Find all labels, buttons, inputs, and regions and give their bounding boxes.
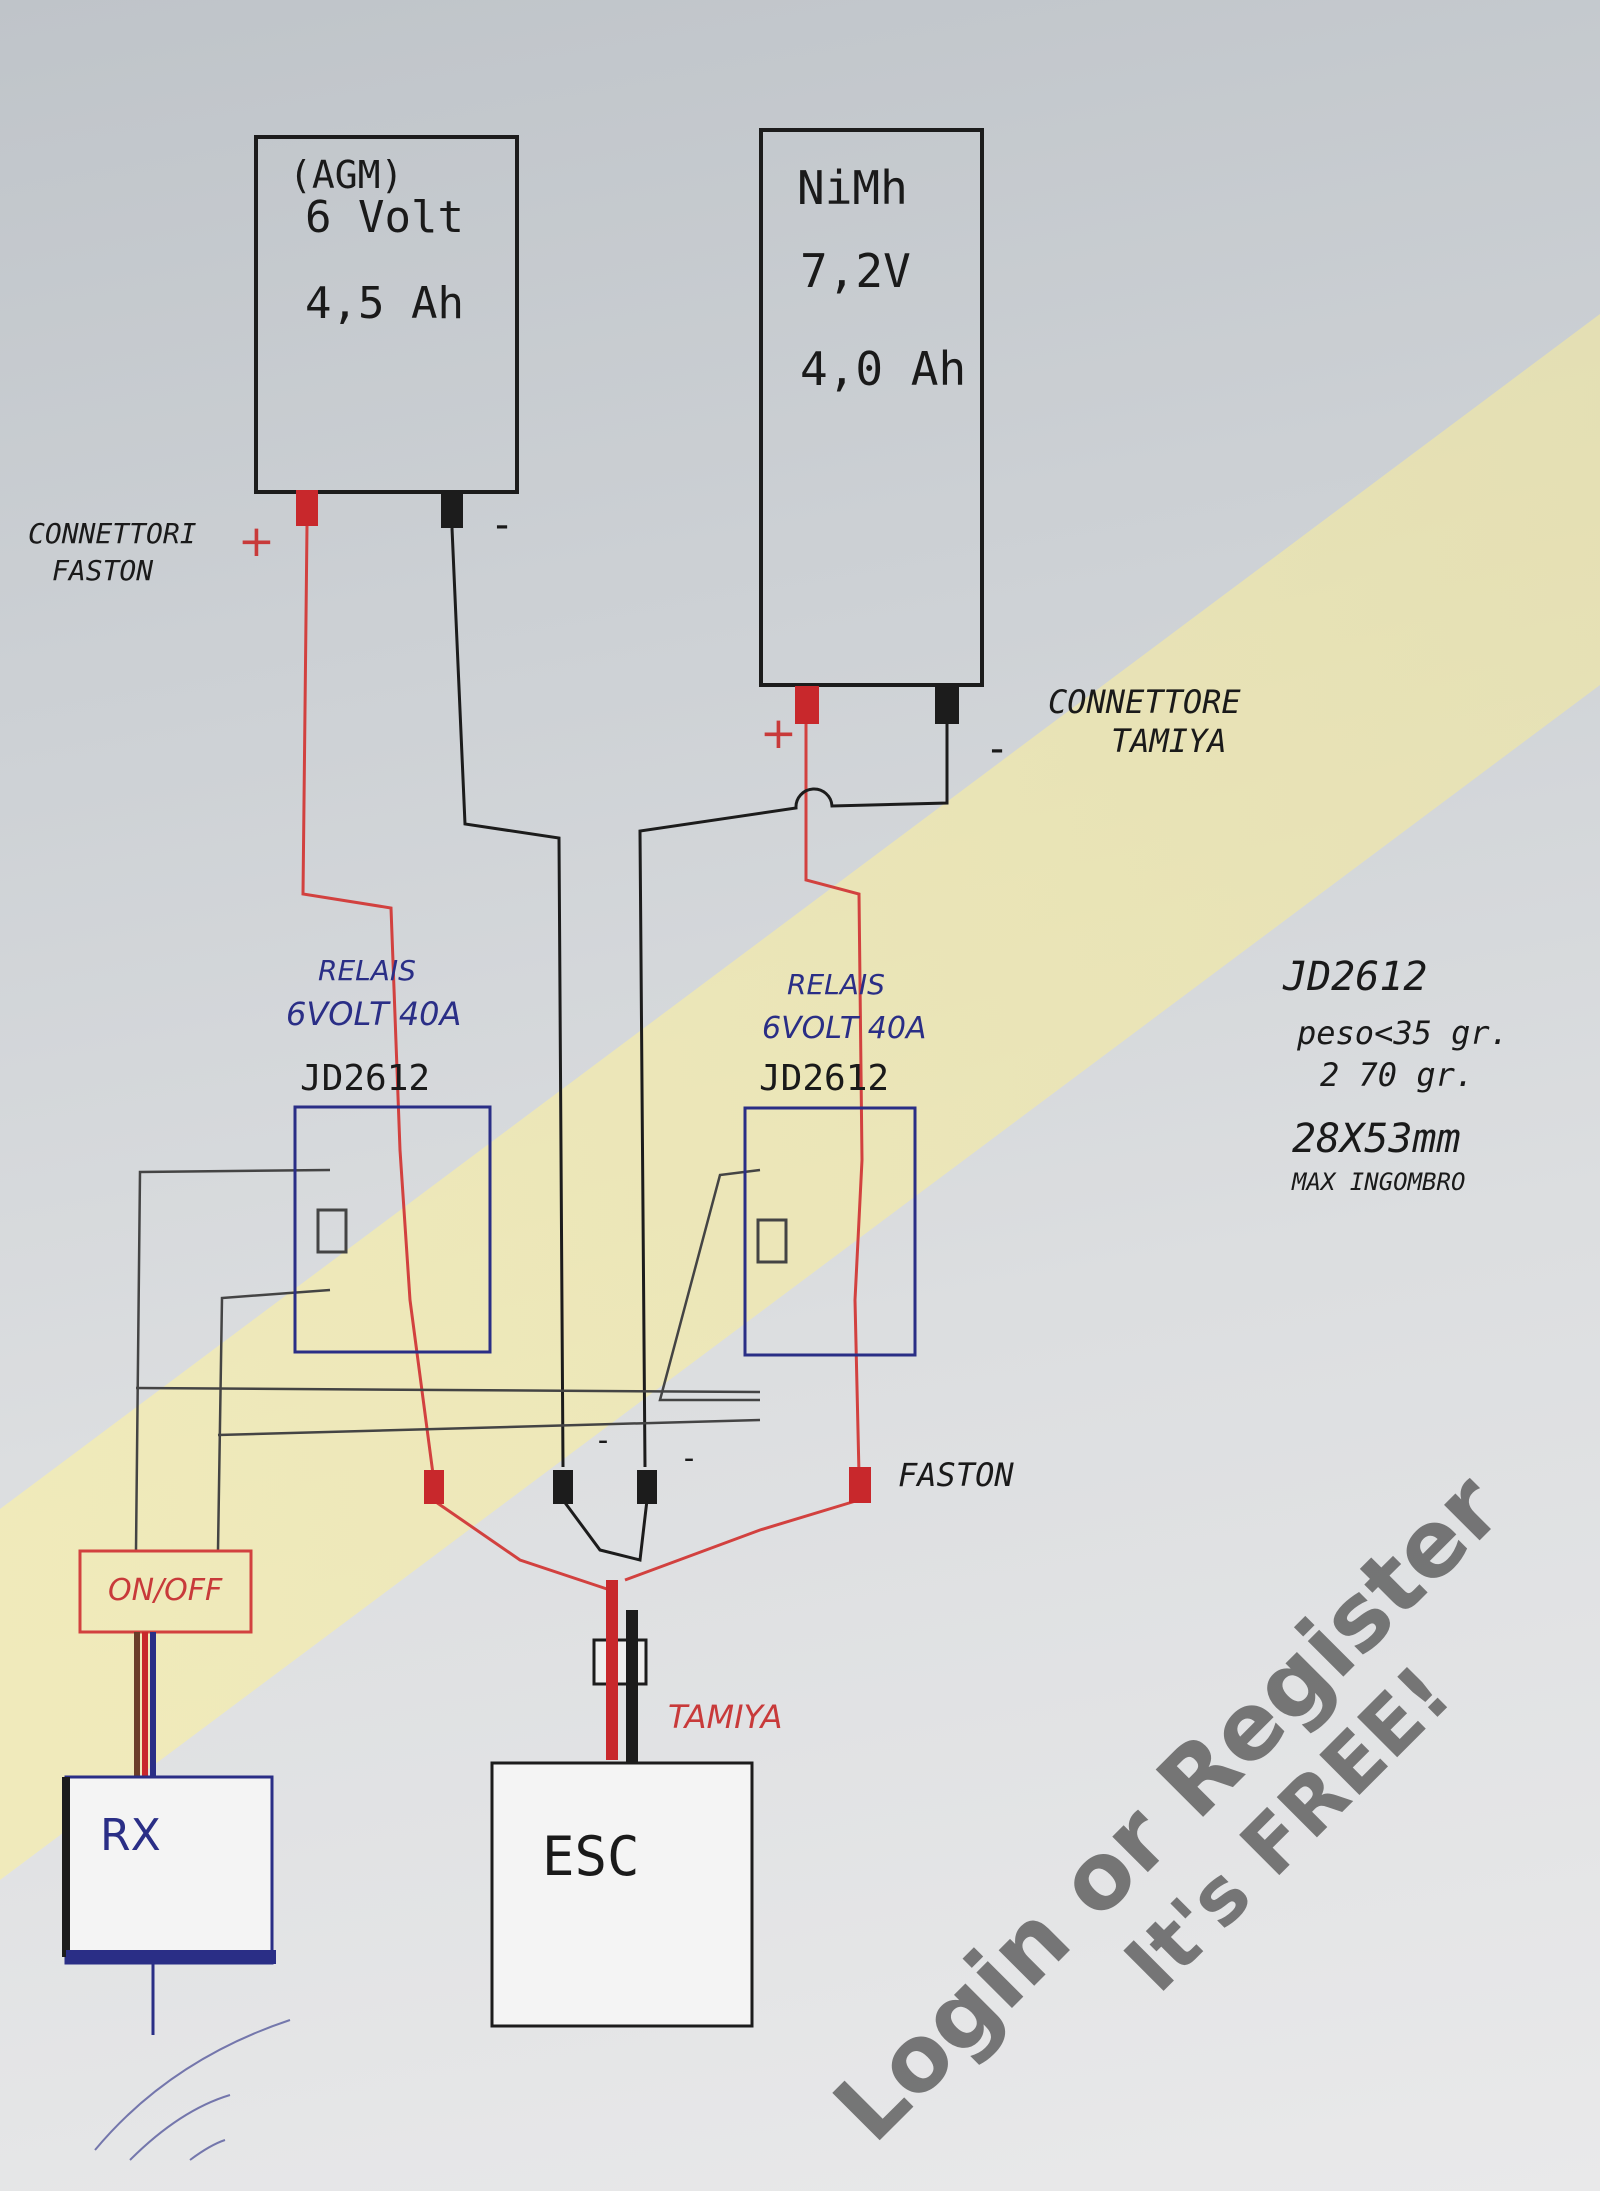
faston-terminal-agm-minus <box>441 492 463 528</box>
red-wires <box>301 525 864 1592</box>
rx-side-stroke <box>62 1777 70 1957</box>
agm-plus-sign: + <box>238 516 275 567</box>
tamiya-terminal-nimh-plus <box>795 686 819 724</box>
esc-box <box>490 1761 754 2028</box>
relay-2-box <box>743 1106 917 1357</box>
relay-2-model: JD2612 <box>759 1058 889 1099</box>
faston-connector-red-2 <box>849 1467 871 1503</box>
relay-2-title: RELAIS <box>787 968 885 1001</box>
minus-label-a: - <box>594 1423 612 1458</box>
battery-agm-box <box>254 135 519 494</box>
tamiya-connector-label-1: CONNETTORE <box>1048 683 1241 721</box>
note-weight-pair: 2 70 gr. <box>1320 1056 1474 1094</box>
battery-nimh-voltage: 7,2V <box>800 244 911 298</box>
relay-1-coil <box>316 1208 348 1254</box>
radio-waves-icon <box>94 2019 291 2161</box>
battery-nimh-type: NiMh <box>797 161 908 215</box>
relay-1-model: JD2612 <box>300 1058 430 1099</box>
esc-label: ESC <box>542 1825 640 1888</box>
note-weight-limit: peso<35 gr. <box>1296 1014 1509 1052</box>
faston-connectors-label-2: FASTON <box>52 554 153 587</box>
tamiya-plug <box>592 1638 648 1686</box>
faston-connector-black-1 <box>553 1470 573 1504</box>
watermark-login: Login or Register <box>814 1453 1523 2162</box>
battery-nimh-box <box>759 128 984 687</box>
relay-1-box <box>293 1105 492 1354</box>
on-off-switch-box <box>78 1549 253 1634</box>
battery-nimh-capacity: 4,0 Ah <box>800 342 966 396</box>
tamiya-connector-label-2: TAMIYA <box>1111 722 1227 760</box>
tamiya-label: TAMIYA <box>668 1698 783 1736</box>
nimh-minus-sign: - <box>985 726 1009 772</box>
tamiya-terminal-nimh-minus <box>935 686 959 724</box>
rx-bottom-stroke <box>66 1950 276 1964</box>
black-wires <box>450 527 949 1562</box>
watermark: Login or Register It's FREE! <box>814 1453 1523 2162</box>
on-off-switch-label: ON/OFF <box>108 1573 223 1608</box>
faston-connector-black-2 <box>637 1470 657 1504</box>
faston-terminal-agm-plus <box>296 490 318 526</box>
note-dimensions: 28X53mm <box>1292 1116 1461 1162</box>
battery-agm-voltage: 6 Volt <box>305 192 464 243</box>
nimh-plus-sign: + <box>760 708 797 759</box>
faston-label: FASTON <box>898 1456 1014 1494</box>
minus-label-b: - <box>680 1441 698 1476</box>
note-model: JD2612 <box>1282 954 1428 1000</box>
battery-agm-type: (AGM) <box>289 153 403 197</box>
rx-box <box>64 1775 274 1965</box>
relay-2-coil <box>756 1218 788 1264</box>
watermark-band <box>0 314 1600 1880</box>
relay-2-spec: 6VOLT 40A <box>762 1011 926 1046</box>
relay-1-title: RELAIS <box>318 954 416 987</box>
faston-connector-red-1 <box>424 1470 444 1504</box>
agm-minus-sign: - <box>490 502 514 548</box>
switch-to-rx-cable <box>134 1632 156 1777</box>
rx-label: RX <box>100 1810 161 1861</box>
relay-1-spec: 6VOLT 40A <box>286 995 461 1033</box>
faston-connectors-label-1: CONNETTORI <box>28 517 197 550</box>
esc-black-lead <box>626 1610 638 1765</box>
esc-red-lead <box>606 1580 618 1760</box>
note-max-size: MAX INGOMBRO <box>1291 1168 1465 1196</box>
battery-agm-capacity: 4,5 Ah <box>305 278 464 329</box>
